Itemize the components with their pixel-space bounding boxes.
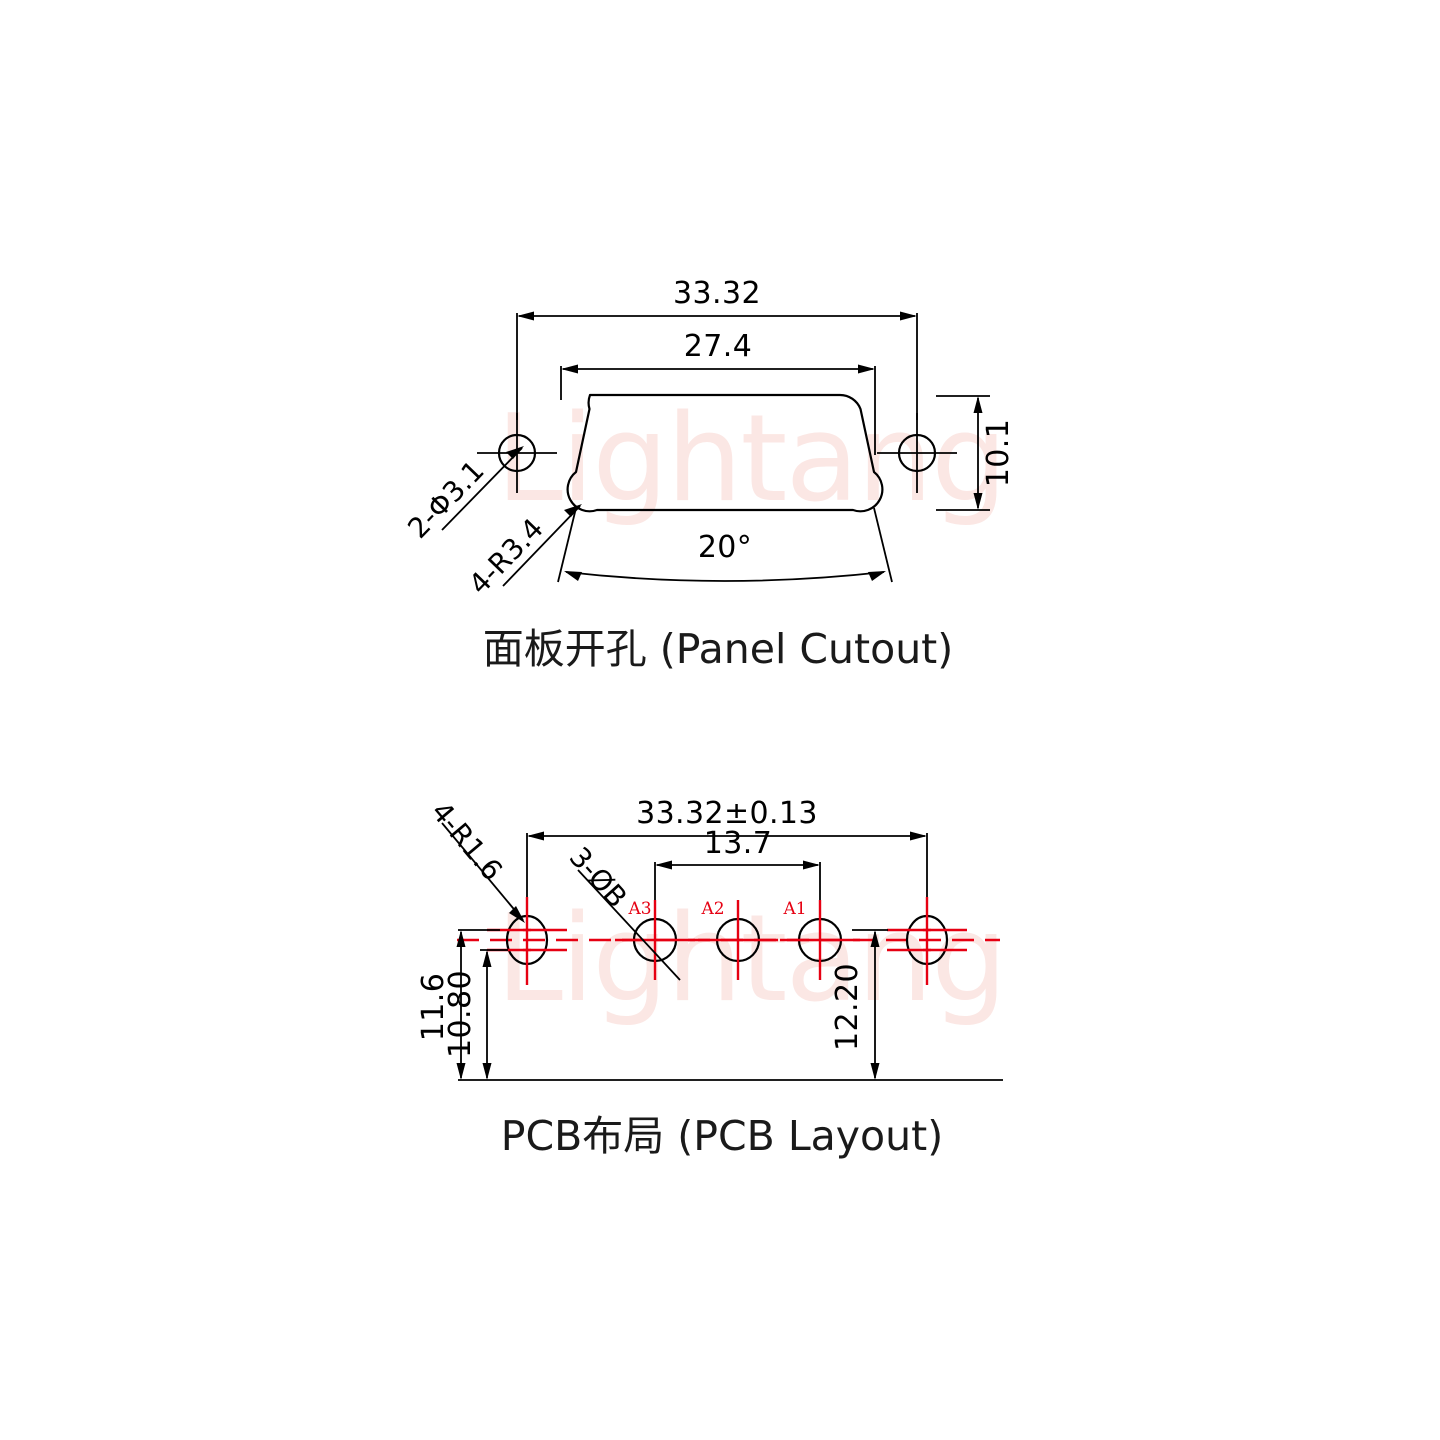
dim-label-draft-angle-panel: 20° (698, 530, 752, 565)
pcb-contact-hole-a1: A1 (780, 899, 860, 980)
pcb-mounting-hole-right (887, 897, 967, 985)
pin-label-a1: A1 (782, 899, 806, 919)
pcb-mounting-hole-left (487, 897, 567, 985)
dim-label-height-right-pcb: 12.20 (830, 963, 865, 1051)
watermark-text-panel: Lightang (496, 390, 1005, 529)
panel-cutout-outline (566, 393, 884, 513)
dim-opening-height-panel: 10.1 (936, 395, 1016, 511)
panel-cutout-caption: 面板开孔 (Panel Cutout) (483, 625, 954, 673)
dim-label-mounting-holes-panel: 2-Φ3.1 (401, 454, 490, 545)
dim-label-mount-radius-pcb: 4-R1.6 (425, 795, 509, 887)
leader-mount-radius-pcb: 4-R1.6 (425, 795, 525, 923)
dim-label-contact-span-pcb: 13.7 (704, 826, 772, 861)
dim-label-height-inner-pcb: 10.80 (443, 970, 478, 1058)
pcb-contact-hole-a2: A2 (698, 899, 778, 980)
dim-height-inner-pcb: 10.80 (443, 949, 508, 1080)
dim-overall-width-pcb: 33.32±0.13 (526, 796, 928, 905)
pcb-contact-hole-a3: A3 (615, 899, 695, 980)
watermark-panel: Lightang (496, 390, 1007, 529)
watermark-pcb: Lightang (496, 890, 1007, 1029)
pcb-layout-caption: PCB布局 (PCB Layout) (501, 1112, 943, 1160)
dim-opening-width-panel: 27.4 (560, 329, 876, 455)
pin-label-a3: A3 (627, 899, 651, 919)
dim-label-opening-width-panel: 27.4 (684, 329, 752, 364)
pin-label-a2: A2 (700, 899, 724, 919)
dim-overall-width-panel: 33.32 (516, 276, 918, 420)
dim-height-outer-pcb: 11.6 (416, 929, 500, 1080)
dim-label-overall-width-panel: 33.32 (673, 276, 761, 311)
panel-mounting-hole-right (877, 413, 957, 493)
dim-contact-span-pcb: 13.7 (654, 826, 821, 905)
dim-label-overall-width-pcb: 33.32±0.13 (636, 796, 818, 831)
dim-height-right-pcb: 12.20 (830, 929, 888, 1080)
dim-draft-angle-panel: 20° (557, 507, 893, 583)
watermark-text-pcb: Lightang (496, 890, 1005, 1029)
dim-label-height-outer-pcb: 11.6 (416, 973, 451, 1041)
dim-label-opening-height-panel: 10.1 (981, 419, 1016, 487)
